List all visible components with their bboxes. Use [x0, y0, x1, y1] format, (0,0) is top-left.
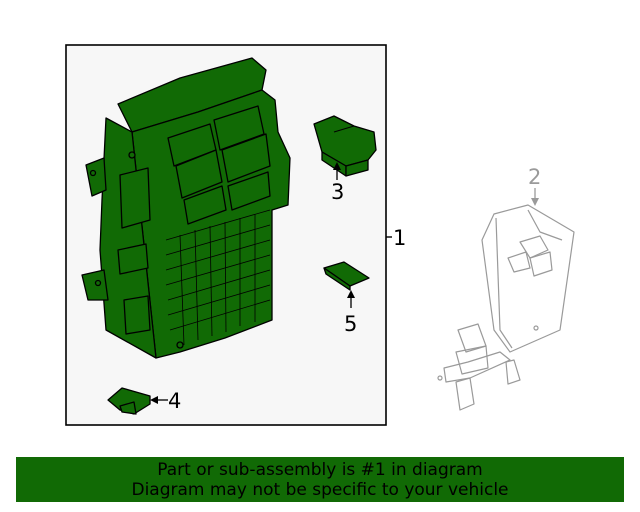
disclaimer-banner: Part or sub-assembly is #1 in diagram Di…	[16, 457, 624, 502]
callout-3: 3	[331, 180, 344, 204]
banner-line-2: Diagram may not be specific to your vehi…	[131, 480, 509, 500]
callout-2: 2	[528, 165, 541, 189]
banner-line-1: Part or sub-assembly is #1 in diagram	[157, 460, 483, 480]
callout-1: 1	[393, 226, 406, 250]
callout-5: 5	[344, 312, 357, 336]
parts-diagram: 1	[65, 44, 575, 426]
junction-block[interactable]	[81, 57, 291, 359]
small-fuse[interactable]	[107, 387, 151, 415]
fuse-grid	[165, 209, 271, 346]
callout-4: 4	[168, 389, 181, 413]
fuse-clip[interactable]	[323, 261, 370, 291]
mounting-bracket[interactable]	[437, 204, 575, 411]
